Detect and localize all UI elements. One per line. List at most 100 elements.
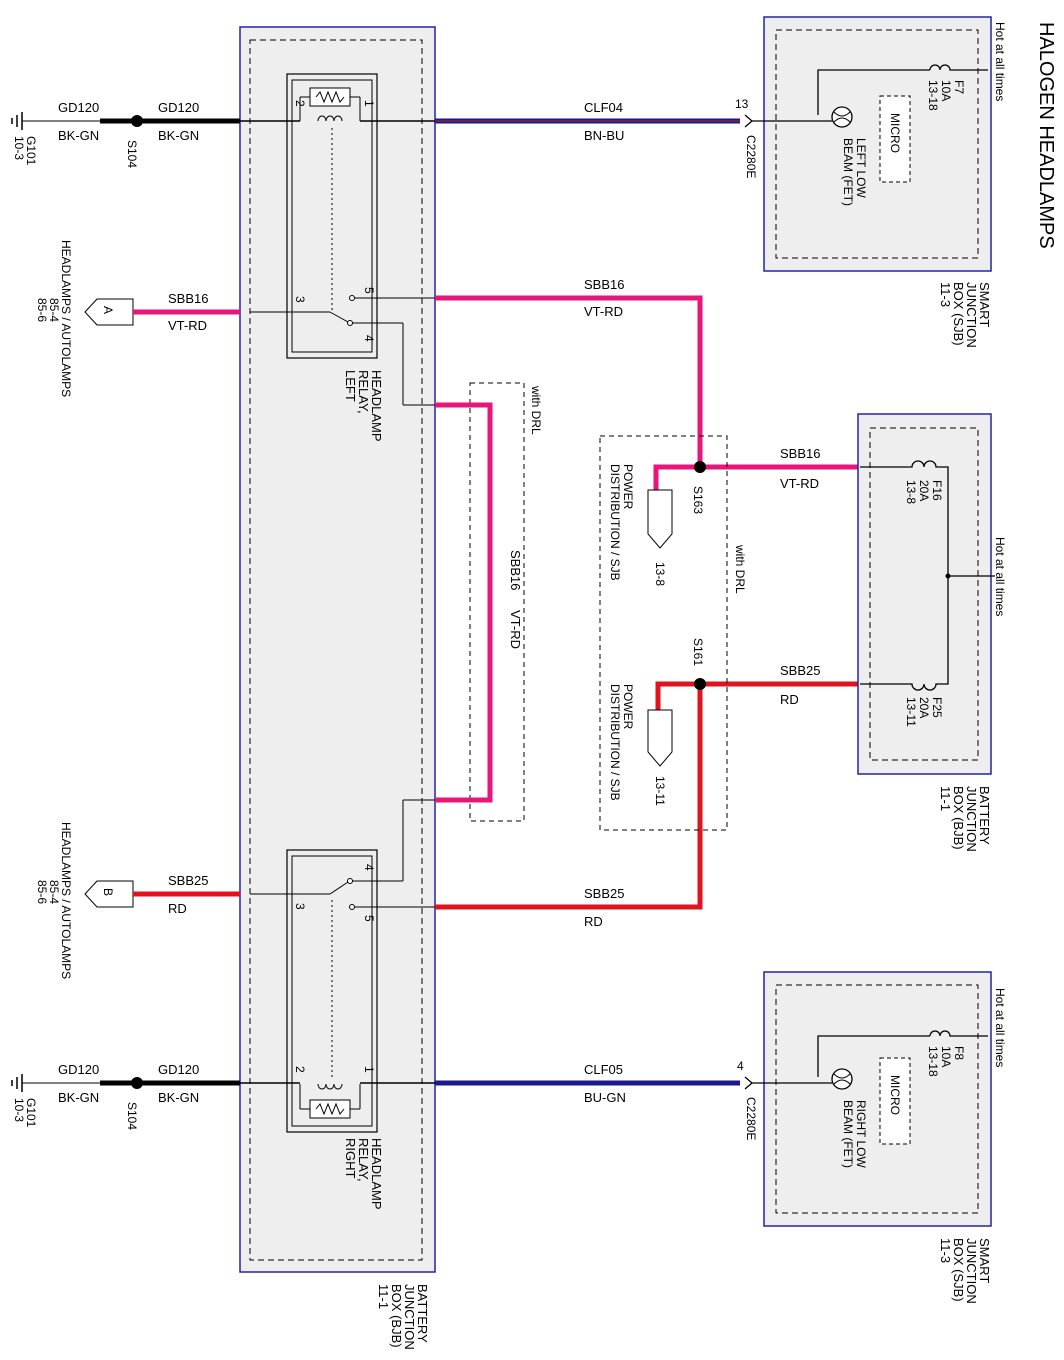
wire-sbb16-drl: SBB16 xyxy=(508,550,523,590)
fuse-f8: F8 xyxy=(952,1046,966,1060)
connector-a-headlamps-autolamps: A SBB16 VT-RD HEADLAMPS / AUTOLAMPS 85-4… xyxy=(35,240,240,397)
micro-label-bottom: MICRO xyxy=(888,1075,902,1115)
wire-sbb25-left: SBB25 xyxy=(168,873,208,888)
ground-g101-bottom: G101 xyxy=(24,1098,38,1128)
relay-right-name-1: HEADLAMP xyxy=(369,1138,384,1210)
splice-s161 xyxy=(694,678,706,690)
fuse-f16-amp: 20A xyxy=(917,480,931,501)
wire-vtrd-bjb-label: VT-RD xyxy=(780,476,819,491)
sjb-top-connector-pin: 13 xyxy=(735,97,749,111)
sjb-top-label-4: 11-3 xyxy=(938,282,953,307)
wire-gd120-b-top: GD120 xyxy=(158,100,199,115)
wire-bugn-label: BU-GN xyxy=(584,1090,626,1105)
sjb-top-label-1: SMART xyxy=(977,282,992,327)
wire-rd-left: RD xyxy=(168,901,187,916)
power-dist-a-l2: DISTRIBUTION / SJB xyxy=(608,464,622,581)
sjb-top-connector-name: C2280E xyxy=(744,135,758,178)
sjb-top-label-3: BOX (SJB) xyxy=(951,282,966,346)
fuse-f16-ref: 13-8 xyxy=(904,480,918,504)
relay-left-name-3: LEFT xyxy=(343,370,358,402)
bjb-fuse-label-4: 11-1 xyxy=(938,786,953,811)
fuse-f25: F25 xyxy=(930,697,944,718)
power-dist-a-ref: 13-8 xyxy=(653,562,667,586)
headlamp-relay-left: 1 2 3 4 5 HEADLAMP RELAY, LEFT xyxy=(250,73,440,442)
sjb-bottom-label-1: SMART xyxy=(977,1238,992,1283)
wire-gd120-b-bottom: GD120 xyxy=(158,1062,199,1077)
connector-b-ref-1: 85-4 xyxy=(47,880,61,904)
drl-label-left: with DRL xyxy=(529,385,543,435)
hot-at-all-times-bjb: Hot at all times xyxy=(993,537,1007,616)
left-low-beam-l2: BEAM (FET) xyxy=(841,138,855,206)
relay-right-name-2: RELAY, xyxy=(356,1138,371,1182)
wire-bkgn-b-top: BK-GN xyxy=(158,128,199,143)
relay-left-pin-3: 3 xyxy=(293,296,307,303)
ground-symbol-top xyxy=(11,112,23,130)
power-distribution-drl-box: with DRL S163 S161 POWER DISTRIBUTION / … xyxy=(599,435,747,831)
splice-s163 xyxy=(694,461,706,473)
relay-right-pin-4: 4 xyxy=(362,864,376,871)
wire-sbb16-bjb-label: SBB16 xyxy=(780,446,820,461)
ground-page-bottom: 10-3 xyxy=(12,1098,26,1122)
headlamp-relay-right: 1 2 3 4 5 HEADLAMP RELAY, RIGHT xyxy=(250,799,440,1210)
micro-label-top: MICRO xyxy=(888,113,902,153)
drl-box-left: with DRL SBB16 VT-RD xyxy=(435,382,543,822)
bjb-fuse-label-1: BATTERY xyxy=(977,786,992,845)
wire-sbb16-top-label: SBB16 xyxy=(584,277,624,292)
splice-s161-label: S161 xyxy=(691,638,705,666)
power-dist-b-ref: 13-11 xyxy=(653,776,667,806)
relay-right-name-3: RIGHT xyxy=(343,1138,358,1179)
smart-junction-box-top: 13 C2280E MICRO LEFT LOW BEAM (FET) F7 1… xyxy=(735,16,1007,348)
wire-gd120-a-top: GD120 xyxy=(58,100,99,115)
fuse-f25-ref: 13-11 xyxy=(904,697,918,727)
fuse-f25-amp: 20A xyxy=(917,697,931,718)
wire-sbb25-bottom-label: SBB25 xyxy=(584,886,624,901)
fuse-f7-amp: 10A xyxy=(939,80,953,101)
sjb-top-label-2: JUNCTION xyxy=(964,282,979,348)
power-dist-a-l1: POWER xyxy=(621,464,635,510)
hot-at-all-times-sjb-top: Hot at all times xyxy=(993,22,1007,101)
wire-sbb16-left: SBB16 xyxy=(168,291,208,306)
connector-a-ref-1: 85-4 xyxy=(47,298,61,322)
right-low-beam-l2: BEAM (FET) xyxy=(841,1100,855,1168)
splice-s163-label: S163 xyxy=(691,486,705,514)
relay-left-name-1: HEADLAMP xyxy=(369,370,384,442)
relay-left-pin-2: 2 xyxy=(293,100,307,107)
ground-symbol-bottom xyxy=(11,1074,23,1092)
relay-left-pin-4: 4 xyxy=(362,335,376,342)
power-dist-b-l2: DISTRIBUTION / SJB xyxy=(608,684,622,801)
splice-s104-top xyxy=(131,115,143,127)
relay-left-name-2: RELAY, xyxy=(356,370,371,414)
wire-vtrd-drl: VT-RD xyxy=(508,610,523,649)
wire-sbb16-main: SBB16 VT-RD SBB16 VT-RD xyxy=(435,277,860,491)
wire-bkgn-a-top: BK-GN xyxy=(58,128,99,143)
relay-right-pin-3: 3 xyxy=(293,903,307,910)
ground-circuit-top: GD120 BK-GN GD120 BK-GN S104 G101 10-3 xyxy=(11,100,300,168)
relay-right-pin-5: 5 xyxy=(362,915,376,922)
left-low-beam-l1: LEFT LOW xyxy=(854,138,868,198)
connector-b-ref-2: 85-6 xyxy=(35,880,49,904)
connector-b-ref-label: HEADLAMPS / AUTOLAMPS xyxy=(59,822,73,979)
sjb-bottom-label-3: BOX (SJB) xyxy=(951,1238,966,1302)
drl-label-center: with DRL xyxy=(733,544,747,594)
diagram-title: HALOGEN HEADLAMPS xyxy=(1035,22,1057,249)
wire-clf05-label: CLF05 xyxy=(584,1062,623,1077)
relay-left-pin-5: 5 xyxy=(362,287,376,294)
power-dist-b-l1: POWER xyxy=(621,684,635,730)
bjb-label-4: 11-1 xyxy=(376,1284,391,1309)
wire-clf05: CLF05 BU-GN xyxy=(360,1062,740,1105)
wire-bnbu-label: BN-BU xyxy=(584,128,624,143)
hot-at-all-times-sjb-bottom: Hot at all times xyxy=(993,988,1007,1067)
bjb-fuse-label-2: JUNCTION xyxy=(964,786,979,852)
splice-s104-label-bottom: S104 xyxy=(125,1102,139,1130)
fuse-f7-ref: 13-18 xyxy=(926,80,940,111)
relay-left-pin-1: 1 xyxy=(362,100,376,107)
splice-s104-label-top: S104 xyxy=(125,140,139,168)
connector-b-headlamps-autolamps: B SBB25 RD HEADLAMPS / AUTOLAMPS 85-4 85… xyxy=(35,822,240,979)
connector-a-letter: A xyxy=(101,306,115,314)
battery-junction-box-fuses: F16 20A 13-8 F25 20A 13-11 Hot at all ti… xyxy=(857,413,1007,852)
connector-a-ref-2: 85-6 xyxy=(35,298,49,322)
wire-rd-bjb-label: RD xyxy=(780,692,799,707)
fuse-f8-amp: 10A xyxy=(939,1046,953,1067)
smart-junction-box-bottom: 4 C2280E MICRO RIGHT LOW BEAM (FET) F8 1… xyxy=(737,971,1007,1304)
bjb-label-3: BOX (BJB) xyxy=(389,1284,404,1348)
